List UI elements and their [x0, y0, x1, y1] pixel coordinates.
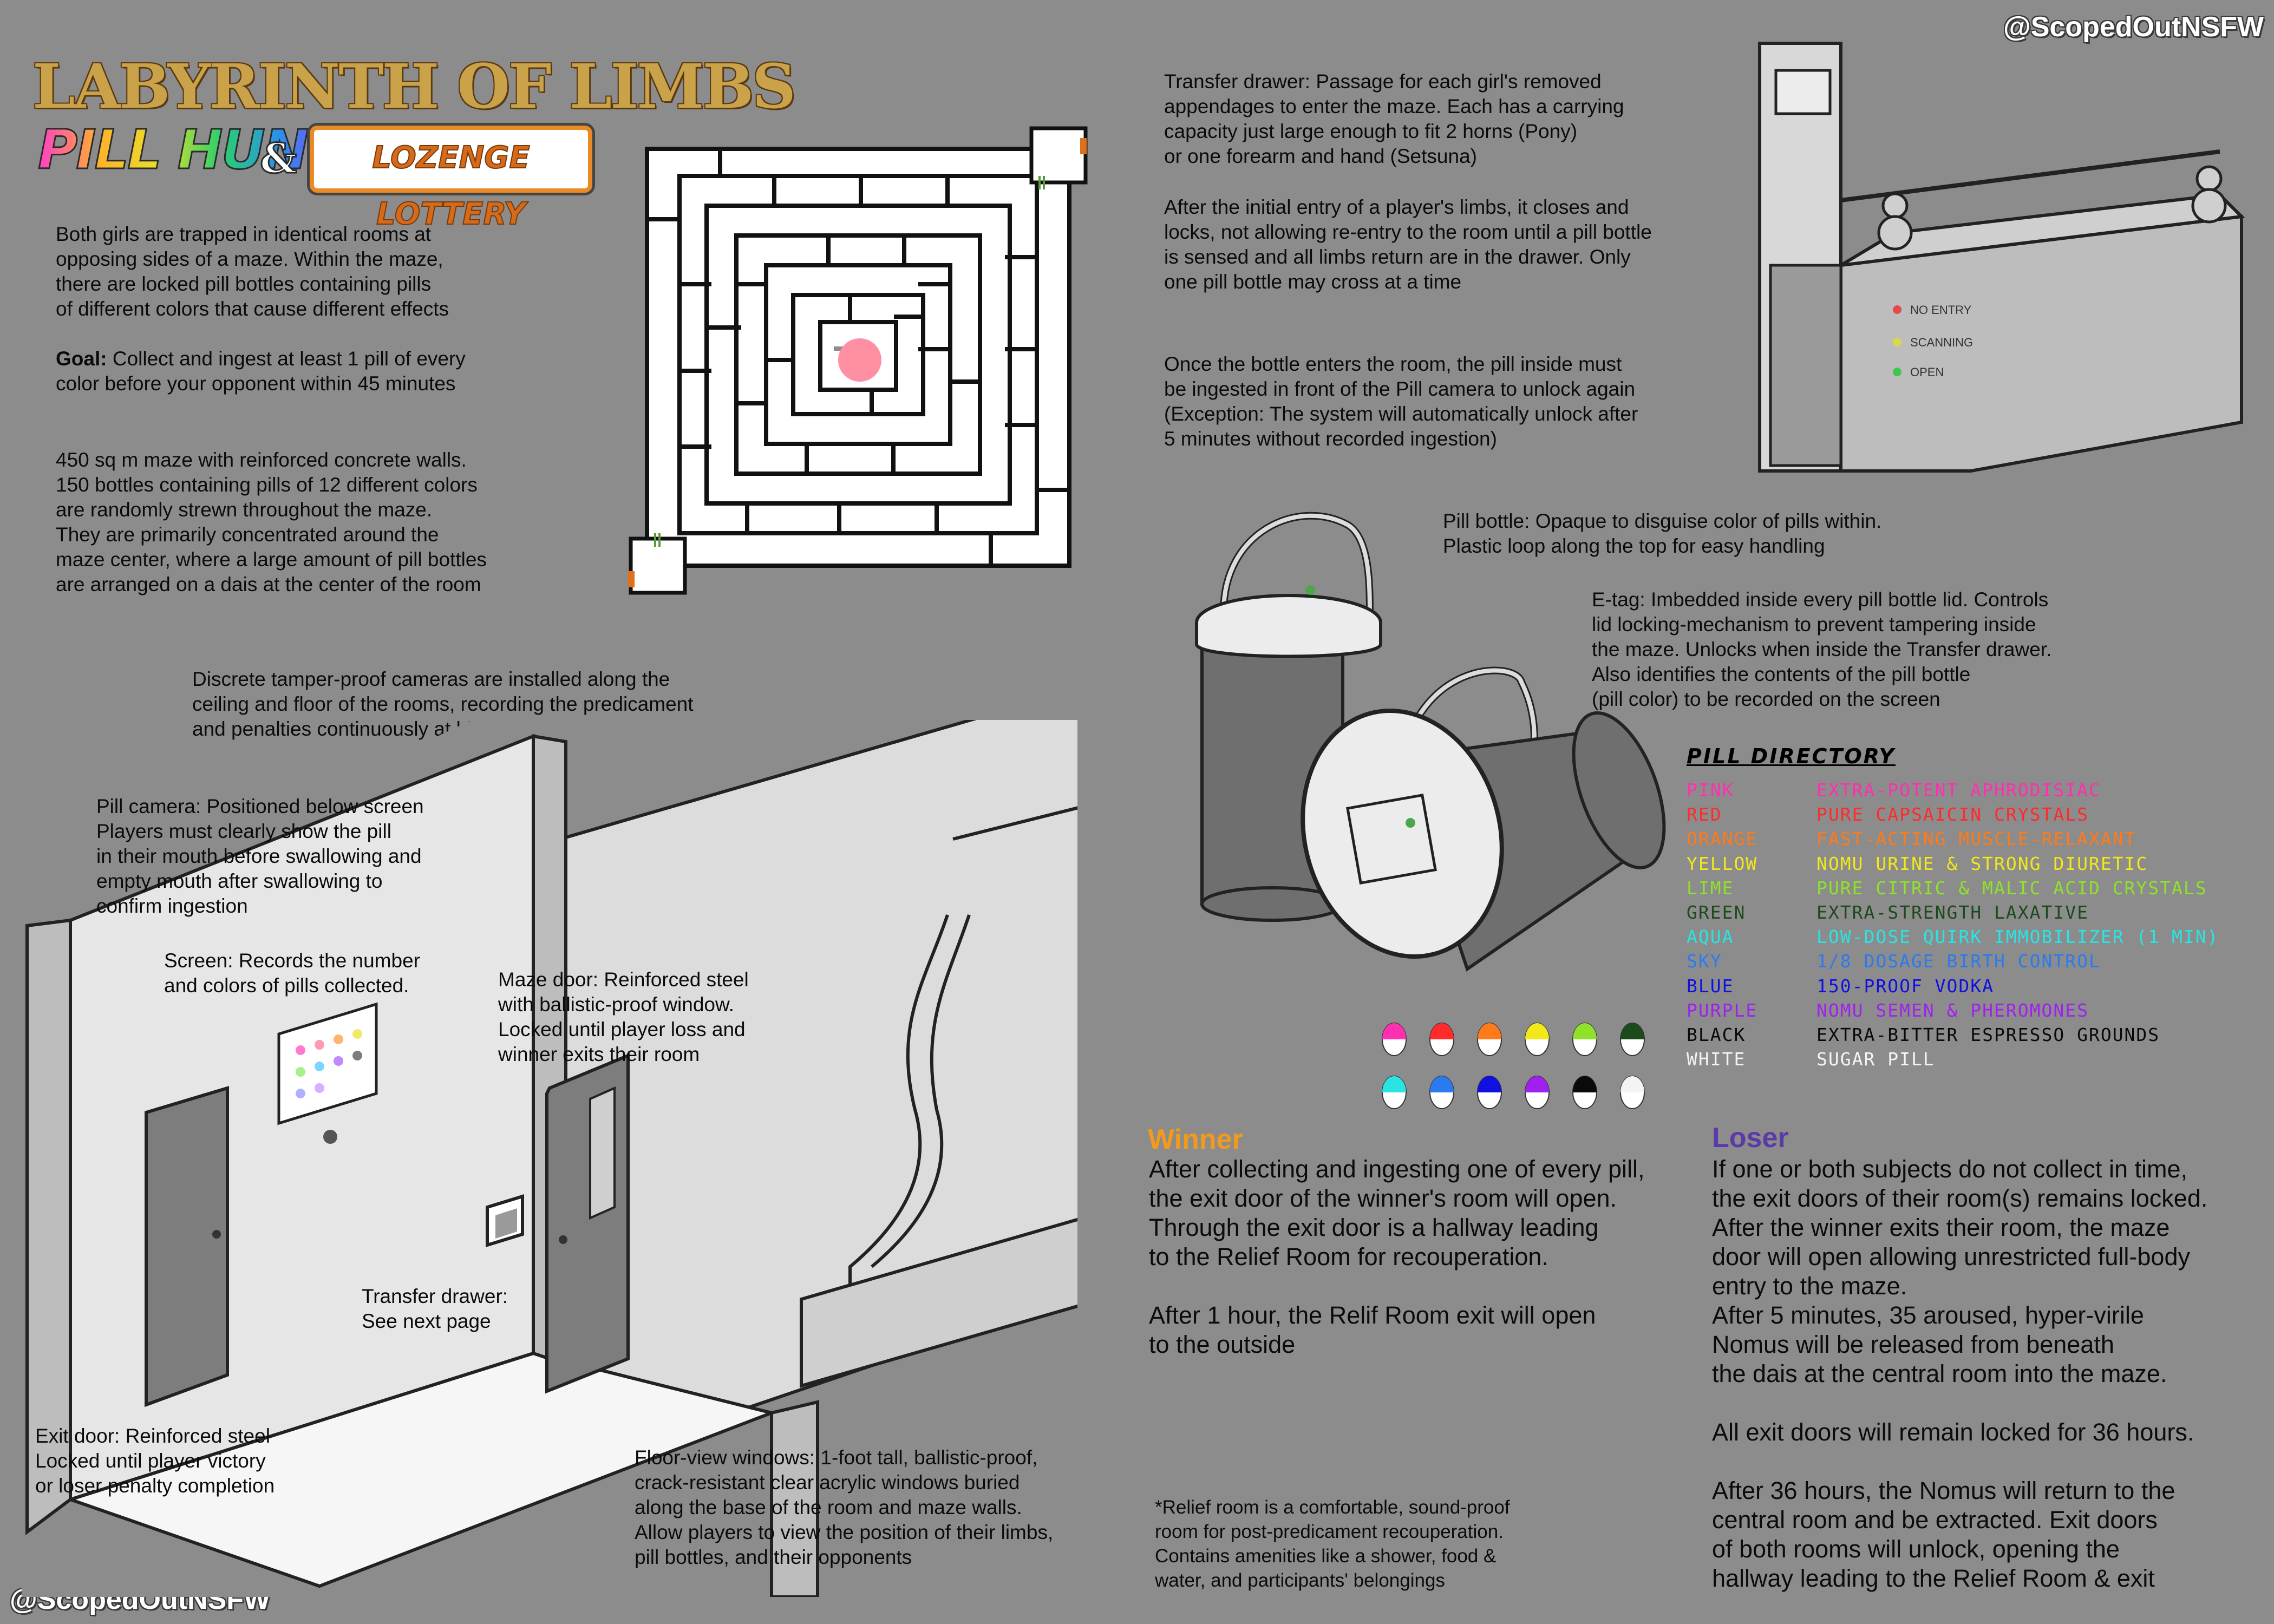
- pill-effect: LOW-DOSE QUIRK IMMOBILIZER (1 MIN): [1816, 926, 2219, 948]
- floor-windows-label: Floor-view windows: 1-foot tall, ballist…: [635, 1446, 1054, 1568]
- intro-maze-description: 450 sq m maze with reinforced concrete w…: [56, 449, 487, 595]
- pill-effect: EXTRA-STRENGTH LAXATIVE: [1816, 902, 2089, 923]
- maze-door: [545, 1053, 630, 1394]
- status-no-entry: NO ENTRY: [1910, 303, 1972, 317]
- exit-door-label: Exit door: Reinforced steel Locked until…: [35, 1425, 275, 1497]
- bottle-front: [1301, 666, 1666, 972]
- pill-color-name: RED: [1687, 804, 1722, 826]
- pill-swatch: [1620, 1076, 1645, 1109]
- pill-effect: NOMU SEMEN & PHEROMONES: [1816, 999, 2089, 1021]
- pill-swatch: [1525, 1076, 1550, 1109]
- pill-effect: EXTRA-POTENT APHRODISIAC: [1816, 780, 2101, 801]
- pill-swatch: [1525, 1023, 1550, 1056]
- pill-color-name: GREEN: [1687, 902, 1746, 923]
- pill-color-name: ORANGE: [1687, 828, 1758, 850]
- scanning-light: [1893, 338, 1901, 346]
- logo-lozenge-text: LOZENGE LOTTERY: [371, 140, 530, 232]
- intro-rooms: Both girls are trapped in identical room…: [56, 223, 449, 320]
- pill-swatch: [1429, 1076, 1454, 1109]
- pill-color-name: PINK: [1687, 780, 1734, 801]
- pill-color-name: YELLOW: [1687, 853, 1758, 874]
- pill-color-name: LIME: [1687, 877, 1734, 899]
- pill-color-name: AQUA: [1687, 926, 1734, 948]
- exit-door: [145, 1085, 229, 1407]
- logo-ampersand: &: [259, 134, 298, 184]
- pill-effect: PURE CAPSAICIN CRYSTALS: [1816, 804, 2089, 826]
- screen: [277, 1002, 378, 1144]
- pill-swatch: [1429, 1023, 1454, 1056]
- drawer-illustration: [1758, 42, 2245, 473]
- pill-swatch: [1572, 1023, 1597, 1056]
- pill-swatch: [1382, 1076, 1407, 1109]
- status-scanning: SCANNING: [1910, 336, 1974, 349]
- pill-effect: EXTRA-BITTER ESPRESSO GROUNDS: [1816, 1024, 2160, 1045]
- pill-directory-title: PILL DIRECTORY: [1687, 744, 1896, 768]
- winner-text: After collecting and ingesting one of ev…: [1149, 1155, 1645, 1358]
- pill-effect: 1/8 DOSAGE BIRTH CONTROL: [1816, 951, 2101, 972]
- etag-description: E-tag: Imbedded inside every pill bottle…: [1592, 588, 2052, 710]
- pill-color-name: WHITE: [1687, 1049, 1746, 1070]
- loser-heading: Loser: [1712, 1122, 1789, 1154]
- status-open: OPEN: [1910, 365, 1944, 379]
- pill-swatch: [1477, 1023, 1502, 1056]
- drawer-description-2: After the initial entry of a player's li…: [1164, 196, 1652, 293]
- maze-illustration: [628, 126, 1088, 595]
- pill-swatch: [1620, 1023, 1645, 1056]
- pill-swatch: [1477, 1076, 1502, 1109]
- logo-lozenge-lottery: LOZENGE LOTTERY: [310, 126, 592, 232]
- no-entry-light: [1893, 305, 1901, 314]
- drawer-description-3: Once the bottle enters the room, the pil…: [1164, 353, 1638, 450]
- pill-color-name: PURPLE: [1687, 999, 1758, 1021]
- pill-effect: 150-PROOF VODKA: [1816, 975, 1995, 997]
- goal-label: Goal:: [56, 348, 107, 370]
- loser-text: If one or both subjects do not collect i…: [1712, 1155, 2208, 1592]
- pill-effect: FAST-ACTING MUSCLE-RELAXANT: [1816, 828, 2136, 850]
- pill-swatch: [1572, 1076, 1597, 1109]
- transfer-drawer-label: Transfer drawer: See next page: [362, 1285, 508, 1332]
- pill-color-name: BLUE: [1687, 975, 1734, 997]
- goal-text: Collect and ingest at least 1 pill of ev…: [56, 348, 466, 395]
- pill-effect: SUGAR PILL: [1816, 1049, 1935, 1070]
- relief-room-note: *Relief room is a comfortable, sound-pro…: [1155, 1497, 1510, 1591]
- maze-door-label: Maze door: Reinforced steel with ballist…: [498, 968, 749, 1065]
- drawer-description-1: Transfer drawer: Passage for each girl's…: [1164, 70, 1624, 167]
- pill-effect: PURE CITRIC & MALIC ACID CRYSTALS: [1816, 877, 2207, 899]
- pill-color-name: SKY: [1687, 951, 1722, 972]
- winner-heading: Winner: [1148, 1124, 1243, 1155]
- logo-title: LABYRINTH OF LIMBS: [32, 51, 796, 122]
- logo-pill-hunt: PILL HUNT: [37, 117, 345, 182]
- screen-label: Screen: Records the number and colors of…: [164, 949, 421, 997]
- room-illustration: [22, 720, 1077, 1597]
- open-light: [1893, 368, 1901, 376]
- pill-color-name: BLACK: [1687, 1024, 1746, 1045]
- intro-goal: Goal: Collect and ingest at least 1 pill…: [56, 346, 466, 396]
- pill-camera-label: Pill camera: Positioned below screen Pla…: [96, 795, 424, 917]
- pill-effect: NOMU URINE & STRONG DIURETIC: [1816, 853, 2148, 874]
- pill-bottle-description: Pill bottle: Opaque to disguise color of…: [1443, 510, 1882, 557]
- transfer-drawer: [486, 1194, 524, 1248]
- pill-color-swatches: [1382, 1023, 1645, 1109]
- pill-bottles-illustration: [1195, 512, 1666, 972]
- pill-swatch: [1382, 1023, 1407, 1056]
- watermark-top: @ScopedOutNSFW: [2003, 11, 2264, 43]
